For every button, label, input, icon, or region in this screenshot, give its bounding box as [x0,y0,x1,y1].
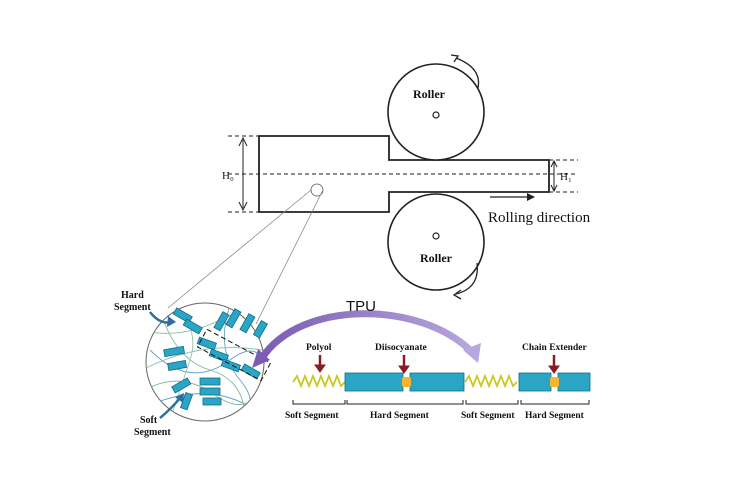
segment-label-2: Hard Segment [370,411,430,421]
diisocyanate-label: Diisocyanate [375,343,427,353]
tpu-label: TPU [346,298,376,315]
segment-label-4: Hard Segment [525,411,585,421]
link-node [550,377,559,387]
top-roller-label: Roller [413,87,446,101]
polyol-label: Polyol [306,343,332,353]
hard-segment-rods [163,307,269,411]
segment-bracket [520,400,590,405]
chain-extender-pointer [548,365,560,374]
diisocyanate-pointer [398,365,410,374]
polyol-pointer [314,364,326,373]
hard-block [518,372,552,392]
tpu-curved-arrow [259,310,475,360]
soft-segment-spring-1 [292,373,346,389]
segment-bracket [346,400,464,405]
top-roller-rotation-arrow [455,57,480,89]
hard-segment-callout-label: Hard Segment [114,290,151,313]
link-node [402,377,411,387]
segment-bracket [465,400,519,405]
microstructure-view [145,302,272,422]
hard-block [344,372,404,392]
tpu-chain [292,355,591,405]
top-roller-axle [432,111,440,119]
soft-segment-callout-label: Soft Segment [134,415,171,438]
hard-block [409,372,465,392]
segment-label-3: Soft Segment [461,411,515,421]
bottom-roller-label: Roller [420,251,453,265]
selected-chain-box [196,328,272,382]
bottom-roller [387,193,485,291]
chain-extender-label: Chain Extender [522,343,587,353]
bottom-roller-rotation-arrow [455,262,478,295]
hard-block [557,372,591,392]
segment-bracket [292,400,346,405]
soft-segment-spring-2 [464,373,518,389]
rolling-direction-label: Rolling direction [488,210,591,226]
bottom-roller-axle [432,232,440,240]
zoom-callout [167,183,324,325]
h0-label: H₀ [222,170,234,182]
segment-label-1: Soft Segment [285,411,339,421]
h1-label: H₁ [560,171,572,183]
rolling-process [228,54,578,300]
